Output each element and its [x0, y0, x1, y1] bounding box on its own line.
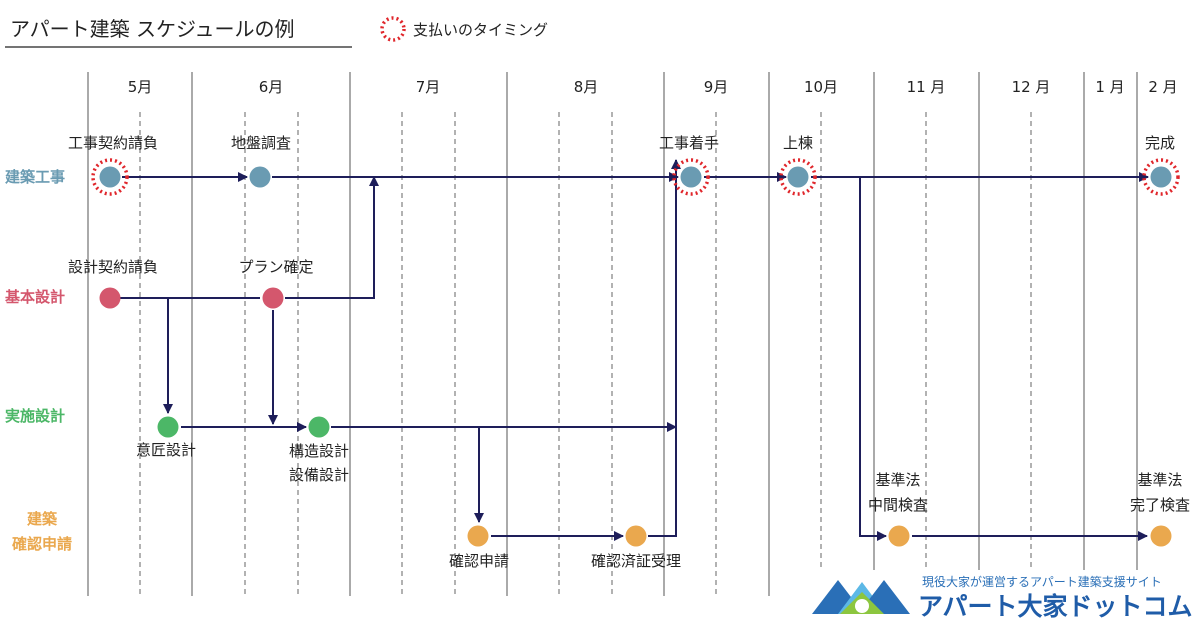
- payment-legend-icon: [380, 16, 406, 42]
- payment-ring: [91, 158, 129, 196]
- month-label: 5月: [128, 78, 153, 96]
- row-label-basic-design: 基本設計: [4, 288, 65, 306]
- milestone-dot: [99, 166, 121, 188]
- milestone-label: 意匠設計: [136, 441, 196, 459]
- legend-label: 支払いのタイミング: [413, 21, 548, 39]
- construction-dots: [99, 166, 1172, 188]
- milestone-dot: [625, 525, 647, 547]
- milestone-label: 確認申請: [449, 552, 509, 570]
- milestone-dot: [1150, 166, 1172, 188]
- detail-design-dots: [157, 416, 330, 438]
- month-label: 9月: [704, 78, 729, 96]
- milestone-label: 完了検査: [1130, 496, 1190, 514]
- milestone-dot: [157, 416, 179, 438]
- milestone-dot: [99, 287, 121, 309]
- milestone-dot: [249, 166, 271, 188]
- milestone-label: 基準法: [875, 471, 920, 489]
- milestone-dot: [262, 287, 284, 309]
- row-label-permit: 確認申請: [11, 535, 72, 553]
- milestone-dot: [1150, 525, 1172, 547]
- month-label: 8月: [574, 78, 599, 96]
- milestone-labels: 工事契約請負 地盤調査 工事着手 上棟 完成 設計契約請負 プラン確定 意匠設計…: [68, 134, 1190, 570]
- flow-arrows: [110, 159, 1149, 541]
- milestone-label: 完成: [1145, 134, 1175, 152]
- milestone-label: 設備設計: [289, 466, 349, 484]
- logo-name: アパート大家ドットコム: [918, 592, 1193, 621]
- milestone-label: 中間検査: [868, 496, 928, 514]
- payment-ring: [672, 158, 710, 196]
- site-logo: 現役大家が運営するアパート建築支援サイト アパート大家ドットコム: [808, 570, 1198, 626]
- month-labels: 5月 6月 7月 8月 9月 10月 11 月 12 月 1 月 2 月: [128, 78, 1178, 96]
- payment-ring: [1142, 158, 1180, 196]
- basic-design-dots: [99, 287, 284, 309]
- month-label: 12 月: [1012, 78, 1051, 96]
- row-label-detail-design: 実施設計: [5, 407, 65, 425]
- milestone-label: 上棟: [783, 134, 813, 152]
- row-label-permit: 建築: [27, 510, 58, 528]
- month-label: 2 月: [1148, 78, 1177, 96]
- month-label: 11 月: [907, 78, 946, 96]
- milestone-label: プラン確定: [238, 258, 313, 276]
- milestone-dot: [308, 416, 330, 438]
- month-label: 1 月: [1095, 78, 1124, 96]
- milestone-label: 構造設計: [289, 442, 349, 460]
- flow-arrow: [285, 176, 379, 299]
- payment-ring: [779, 158, 817, 196]
- milestone-label: 設計契約請負: [68, 258, 158, 276]
- page-title: アパート建築 スケジュールの例: [10, 17, 295, 41]
- flow-arrow: [648, 159, 681, 537]
- milestone-dot: [467, 525, 489, 547]
- milestone-dot: [680, 166, 702, 188]
- month-label: 6月: [259, 78, 284, 96]
- milestone-label: 工事着手: [659, 134, 719, 152]
- payment-rings: [91, 158, 1180, 196]
- logo-tagline: 現役大家が運営するアパート建築支援サイト: [922, 574, 1162, 589]
- month-label: 7月: [416, 78, 441, 96]
- row-label-construction: 建築工事: [5, 168, 65, 186]
- month-boundaries: [87, 72, 1138, 596]
- house-icon: [812, 580, 910, 614]
- permit-dots: [467, 525, 1172, 547]
- month-label: 10月: [804, 78, 838, 96]
- milestone-label: 工事契約請負: [68, 134, 158, 152]
- milestone-label: 確認済証受理: [591, 552, 681, 570]
- milestone-label: 基準法: [1137, 471, 1182, 489]
- milestone-dot: [787, 166, 809, 188]
- flow-arrow: [859, 177, 887, 541]
- milestone-dot: [888, 525, 910, 547]
- milestone-label: 地盤調査: [231, 134, 291, 152]
